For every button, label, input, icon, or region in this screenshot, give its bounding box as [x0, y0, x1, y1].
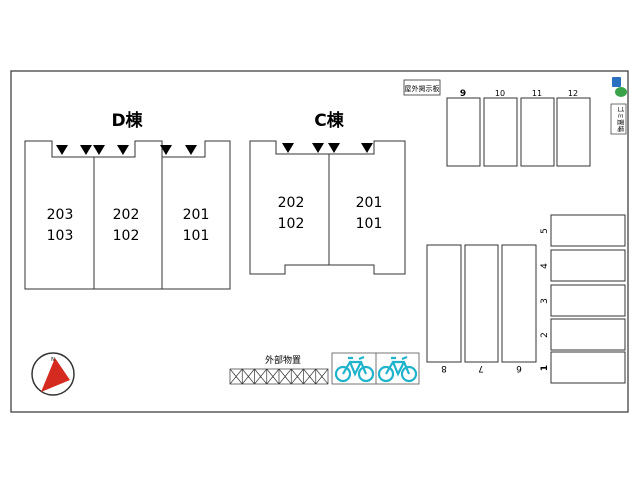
trash-box — [610, 103, 627, 135]
unit-c-201: 201 — [356, 195, 383, 211]
parking-space-9 — [446, 97, 481, 167]
trash-label: ゴミ置場 — [617, 106, 626, 133]
building-d-title: D棟 — [111, 110, 143, 131]
building-c-title: C棟 — [314, 110, 344, 131]
svg-text:N: N — [51, 357, 55, 363]
building-c-outline — [249, 140, 406, 275]
unit-d-101: 101 — [183, 228, 210, 244]
unit-d-202: 202 — [113, 207, 140, 223]
unit-c-101: 101 — [356, 216, 383, 232]
parking-space-7 — [464, 244, 499, 363]
parking-space-12 — [556, 97, 591, 167]
unit-d-103: 103 — [47, 228, 74, 244]
parking-label-2: 2 — [540, 332, 550, 338]
parking-label-10: 10 — [495, 89, 505, 98]
bicycle-icon — [334, 355, 375, 383]
building-c-entrances — [282, 143, 373, 153]
parking-label-4: 4 — [540, 263, 550, 269]
parking-label-1: 1 — [540, 365, 550, 371]
parking-space-10 — [483, 97, 518, 167]
parking-space-4 — [550, 249, 626, 282]
recycle-bin-icon — [612, 77, 627, 97]
outdoor-storage-units — [229, 368, 329, 385]
unit-d-203: 203 — [47, 207, 74, 223]
site-border — [10, 70, 629, 413]
parking-label-3: 3 — [540, 298, 550, 304]
parking-space-5 — [550, 214, 626, 247]
unit-c-102: 102 — [278, 216, 305, 232]
parking-label-11: 11 — [532, 89, 542, 98]
parking-space-3 — [550, 284, 626, 317]
parking-space-1 — [550, 351, 626, 384]
compass-icon: N — [31, 352, 75, 396]
building-d-entrances — [56, 145, 197, 155]
unit-d-102: 102 — [113, 228, 140, 244]
parking-label-6: 6 — [516, 363, 522, 373]
parking-label-7: 7 — [478, 363, 484, 373]
outdoor-storage-label: 外部物置 — [265, 354, 301, 366]
bicycle-icon — [377, 355, 418, 383]
parking-space-8 — [426, 244, 462, 363]
parking-space-11 — [520, 97, 555, 167]
parking-label-9: 9 — [460, 89, 466, 99]
signboard-box — [403, 79, 441, 96]
parking-label-8: 8 — [441, 363, 447, 373]
unit-c-202: 202 — [278, 195, 305, 211]
parking-label-5: 5 — [540, 228, 550, 234]
parking-space-2 — [550, 318, 626, 351]
unit-d-201: 201 — [183, 207, 210, 223]
signboard-label: 屋外掲示板 — [405, 84, 440, 93]
parking-space-6 — [501, 244, 537, 363]
parking-label-12: 12 — [568, 89, 578, 98]
